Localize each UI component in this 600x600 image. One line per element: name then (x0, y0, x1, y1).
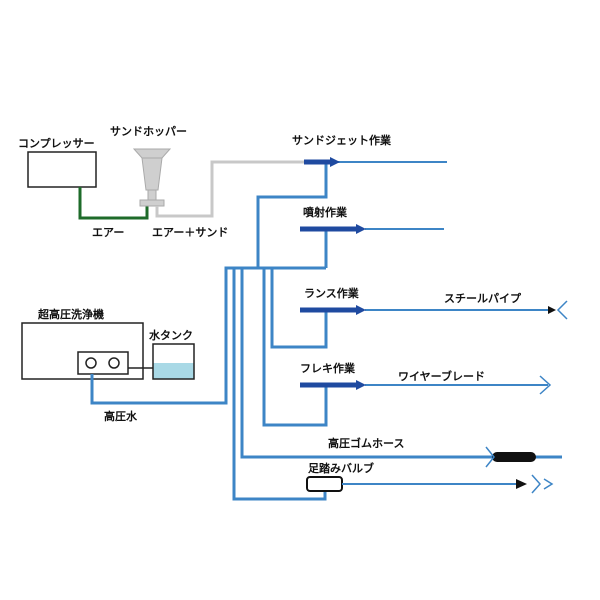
flexi-nozzle-tip (356, 380, 366, 390)
hp-water-label: 高圧水 (104, 409, 138, 423)
air-sand-line (155, 160, 304, 218)
foot-valve (306, 476, 343, 492)
foot-valve-spray-outer (543, 478, 554, 490)
compressor-box (27, 151, 97, 188)
spray-work-label: 噴射作業 (303, 205, 348, 219)
flexi-work-label: フレキ作業 (300, 361, 356, 375)
air-label: エアー (92, 226, 124, 239)
sand-hopper-label: サンドホッパー (110, 125, 187, 138)
lance-branch (270, 268, 328, 349)
air-line (78, 187, 149, 220)
tank-water (153, 363, 194, 379)
water-tank (152, 343, 195, 380)
pump-port-left (85, 357, 97, 369)
pump-port-right (108, 357, 120, 369)
air-sand-label: エアー＋サンド (152, 226, 228, 239)
sandjet-branch (256, 162, 328, 268)
foot-valve-arrow (516, 479, 527, 489)
wire-blade-label: ワイヤーブレード (398, 369, 485, 383)
sandjet-nozzle-tip (330, 157, 340, 167)
steel-pipe-arrow (548, 306, 556, 314)
hose-fitting-mark (485, 446, 495, 468)
sandjet-work-label: サンドジェット作業 (292, 133, 392, 147)
washer-label: 超高圧洗浄機 (37, 307, 104, 321)
compressor-label: コンプレッサー (18, 136, 95, 150)
lance-nozzle-tip (356, 305, 366, 315)
lance-work-label: ランス作業 (304, 286, 360, 300)
spray-nozzle-tip (356, 224, 366, 234)
flexi-branch (262, 268, 328, 427)
steel-pipe-label: スチールパイプ (444, 291, 522, 305)
sand-hopper (132, 148, 172, 207)
water-tank-label: 水タンク (149, 328, 193, 342)
steel-pipe-spray (556, 300, 568, 320)
hp-rubber-hose-label: 高圧ゴムホース (328, 436, 404, 450)
foot-valve-spray (531, 474, 542, 494)
foot-valve-label: 足踏みバルブ (308, 461, 374, 475)
hp-hose-branch (240, 268, 562, 459)
wire-blade-spray (539, 375, 552, 395)
